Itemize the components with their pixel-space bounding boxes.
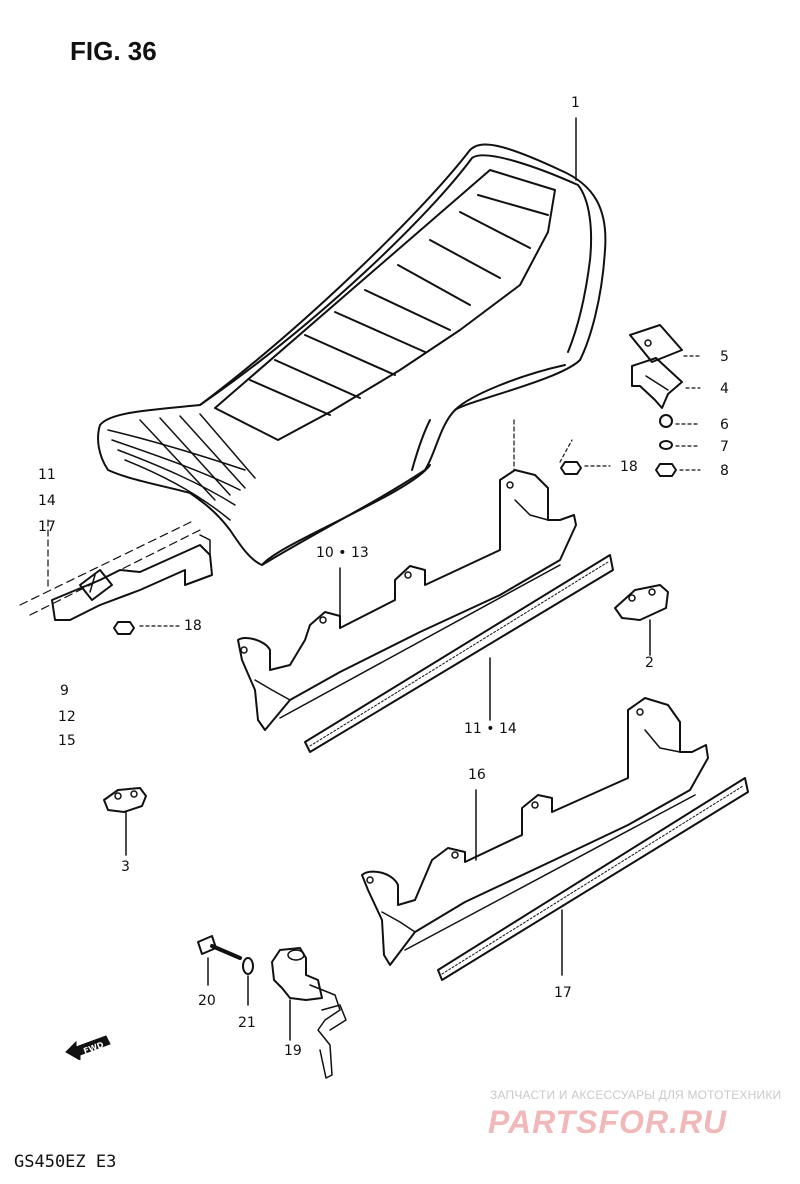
callout-8: 8 — [720, 463, 729, 479]
callout-16: 16 — [468, 767, 486, 783]
callout-4: 4 — [720, 381, 729, 397]
figure-title: FIG. 36 — [70, 36, 157, 66]
callout-11: 11 — [38, 467, 56, 483]
callout-14: 14 — [38, 493, 56, 509]
callout-12: 12 — [58, 709, 76, 725]
callout-18-right: 18 — [620, 459, 638, 475]
seat-rail-upper — [237, 469, 577, 731]
callout-17: 17 — [554, 985, 572, 1001]
seat-rail-lower — [361, 697, 709, 966]
callout-20: 20 — [198, 993, 216, 1009]
callout-9: 9 — [60, 683, 69, 699]
model-code: GS450EZ E3 — [14, 1152, 117, 1172]
fwd-label: FWD — [82, 1040, 105, 1056]
callout-21: 21 — [238, 1015, 256, 1031]
bracket-parts-right — [559, 324, 701, 477]
trim-strip-lower — [437, 777, 749, 981]
washer-part-21 — [242, 957, 254, 1006]
callout-15: 15 — [58, 733, 76, 749]
bolt-part-20 — [197, 935, 242, 986]
callout-2: 2 — [645, 655, 654, 671]
callout-3: 3 — [121, 859, 130, 875]
lock-part-19 — [271, 947, 347, 1079]
clip-part-3 — [103, 787, 147, 856]
callout-5: 5 — [720, 349, 729, 365]
callout-19: 19 — [284, 1043, 302, 1059]
clip-part-2 — [614, 584, 669, 656]
callout-17-left: 17 — [38, 519, 56, 535]
forward-arrow-icon: FWD — [62, 1030, 122, 1065]
callout-11-14: 11 • 14 — [464, 721, 517, 737]
seat-part — [97, 143, 607, 566]
left-hinge-bracket — [19, 519, 213, 635]
callout-7: 7 — [720, 439, 729, 455]
callout-10-13: 10 • 13 — [316, 545, 369, 561]
callout-18-left: 18 — [184, 618, 202, 634]
callout-1: 1 — [571, 95, 580, 111]
watermark-text: ЗАПЧАСТИ И АКСЕССУАРЫ ДЛЯ МОТОТЕХНИКИ — [490, 1088, 782, 1102]
watermark-logo: PARTSFOR.RU — [488, 1104, 728, 1140]
trim-strip-upper — [304, 554, 614, 753]
callout-6: 6 — [720, 417, 729, 433]
